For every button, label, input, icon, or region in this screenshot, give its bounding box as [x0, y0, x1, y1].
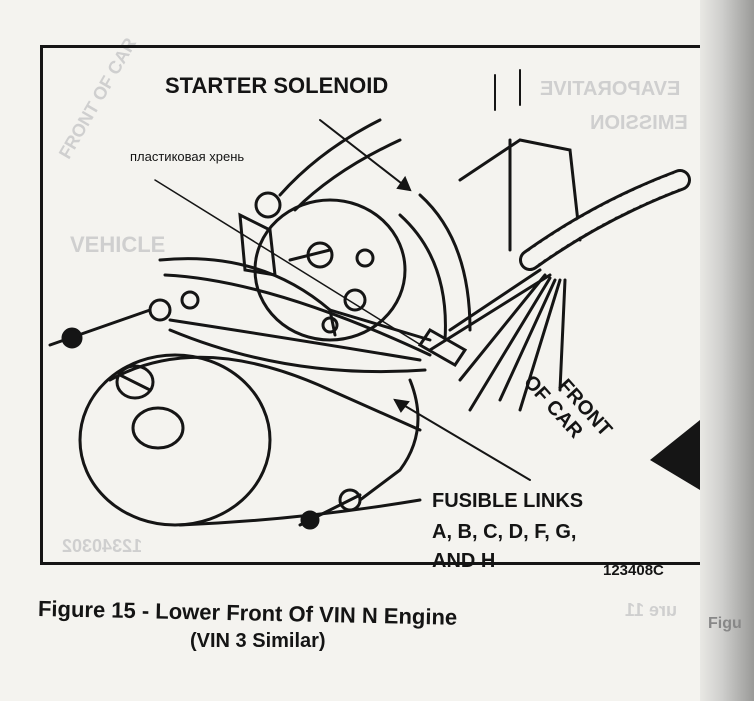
front-of-car-arrow-icon: [650, 420, 700, 490]
page-edge-text: Figu: [708, 615, 742, 632]
starter-solenoid-label: STARTER SOLENOID: [165, 73, 389, 98]
starter-motor: [78, 353, 422, 527]
annotation-label: пластиковая хрень: [130, 149, 245, 164]
leader-lines: [154, 69, 531, 481]
bleed-through-vehicle: VEHICLE: [70, 232, 166, 257]
adjacent-page-edge: [700, 0, 754, 701]
caption-line2: (VIN 3 Similar): [190, 630, 326, 652]
figure-frame: [40, 45, 700, 565]
fusible-links-line1: FUSIBLE LINKS: [432, 490, 584, 512]
solenoid-body: [238, 118, 582, 342]
wire-harness: [48, 169, 691, 530]
figure-code: 123408C: [603, 562, 664, 579]
fusible-links-line2: A, B, C, D, F, G,: [432, 521, 577, 543]
fusible-links-line3: AND H: [432, 550, 496, 572]
